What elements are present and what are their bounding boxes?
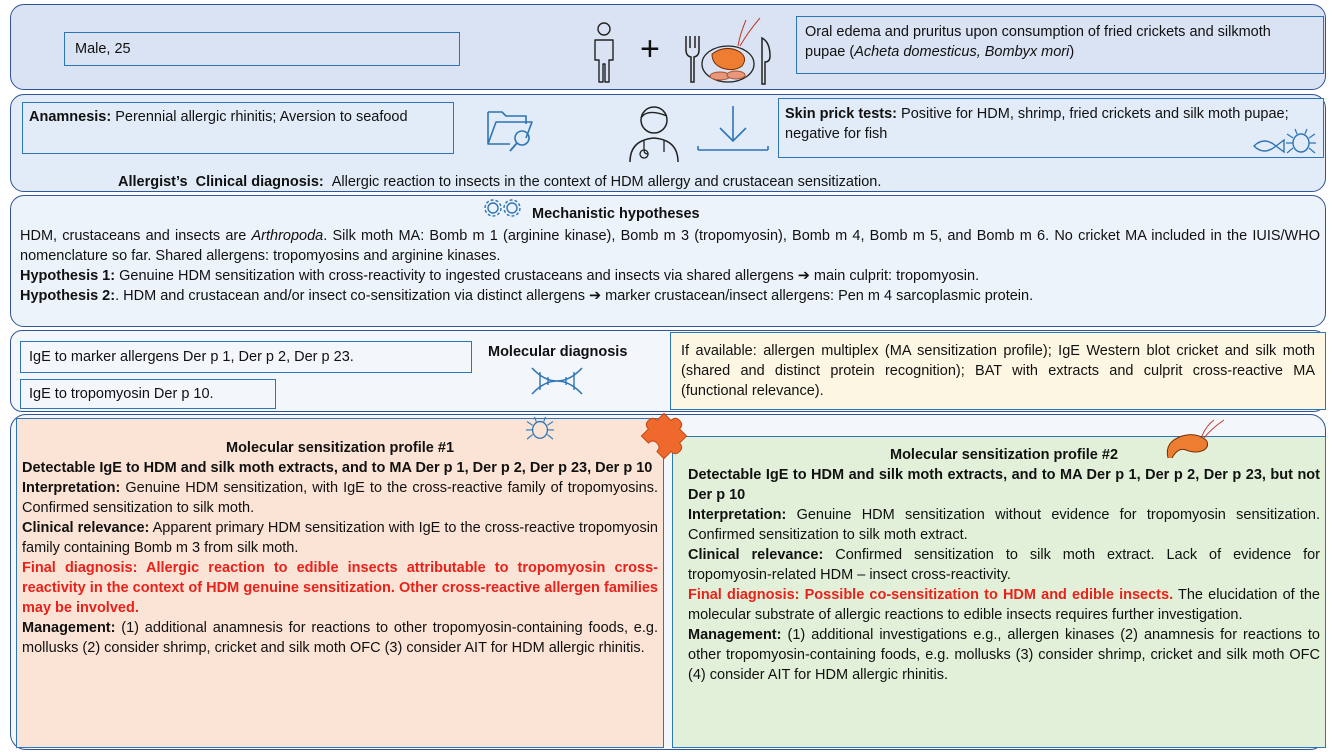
profile-2-clin-label: Clinical relevance:: [688, 547, 824, 563]
profile-2-mgmt-text: (1) additional investigations e.g., alle…: [688, 627, 1320, 683]
shrimp-icon: [711, 17, 761, 71]
marker-allergens-text: IgE to marker allergens Der p 1, Der p 2…: [29, 349, 354, 365]
puzzle-icon: [640, 412, 688, 460]
hypothesis-1-label: Hypothesis 1:: [20, 268, 116, 284]
symptom-box: Oral edema and pruritus upon consumption…: [796, 16, 1324, 74]
profile-1-clin-label: Clinical relevance:: [22, 520, 150, 536]
skin-prick-box: Skin prick tests: Positive for HDM, shri…: [778, 98, 1324, 158]
symptom-species: Acheta domesticus, Bombyx mori: [854, 44, 1070, 60]
profile-2-management: Management: (1) additional investigation…: [688, 625, 1320, 685]
profile-2-content: Molecular sensitization profile #2 Detec…: [688, 445, 1320, 685]
doctor-icon: [629, 106, 679, 163]
profile-2-subtitle: Detectable IgE to HDM and silk moth extr…: [688, 467, 1320, 503]
molecular-options-box: If available: allergen multiplex (MA sen…: [670, 332, 1326, 410]
profile-1-final-diagnosis: Final diagnosis: Allergic reaction to ed…: [22, 560, 658, 616]
mechanistic-paragraph: HDM, crustaceans and insects are Arthrop…: [20, 226, 1320, 266]
grubs-icon: [709, 70, 746, 81]
download-arrow-icon: [697, 106, 769, 151]
anamnesis-box: Anamnesis: Perennial allergic rhinitis; …: [22, 102, 454, 154]
gears-icon: [484, 199, 521, 217]
profile-1-content: Molecular sensitization profile #1 Detec…: [22, 438, 658, 658]
clinical-diagnosis-label: Clinical diagnosis:: [195, 174, 324, 190]
mech-p1-italic: Arthropoda: [251, 228, 324, 244]
skin-prick-text: Positive for HDM, shrimp, fried crickets…: [785, 106, 1289, 142]
hypothesis-2: Hypothesis 2:. HDM and crustacean and/or…: [20, 286, 1320, 306]
mite-icon: [1286, 128, 1316, 154]
person-icon: [594, 22, 614, 83]
folder-search-icon: [487, 111, 533, 152]
hypothesis-2-text: . HDM and crustacean and/or insect co-se…: [115, 288, 1034, 304]
mechanistic-panel: [10, 195, 1326, 327]
fish-icon: [1253, 138, 1285, 154]
profile-1-subtitle: Detectable IgE to HDM and silk moth extr…: [22, 460, 653, 476]
clinical-diagnosis-line: Allergist’s Clinical diagnosis: Allergic…: [118, 172, 1218, 192]
molecular-options-text: If available: allergen multiplex (MA sen…: [681, 343, 1315, 399]
profile-2-final: Final diagnosis: Possible co-sensitizati…: [688, 585, 1320, 625]
profile-2-final-diagnosis: Final diagnosis: Possible co-sensitizati…: [688, 587, 1174, 603]
patient-box: Male, 25: [64, 32, 460, 66]
dna-icon: [531, 367, 583, 395]
profile-1-interp-text: Genuine HDM sensitization, with IgE to t…: [22, 480, 658, 516]
tropomyosin-text: IgE to tropomyosin Der p 10.: [29, 386, 214, 402]
profile-2-title: Molecular sensitization profile #2: [889, 447, 1119, 463]
profile-1-title: Molecular sensitization profile #1: [225, 440, 455, 456]
allergist-label: Allergist’s: [118, 174, 188, 190]
symptom-end: ): [1069, 44, 1075, 60]
profile-1-mgmt-label: Management:: [22, 620, 116, 636]
profile-2-interp-label: Interpretation:: [688, 507, 787, 523]
mite-icon: [526, 416, 554, 440]
hypothesis-1: Hypothesis 1: Genuine HDM sensitization …: [20, 266, 1320, 286]
hypothesis-1-text: Genuine HDM sensitization with cross-rea…: [115, 268, 980, 284]
mechanistic-body: HDM, crustaceans and insects are Arthrop…: [20, 226, 1320, 306]
profile-1-interp-label: Interpretation:: [22, 480, 121, 496]
profile-2-interp-text: Genuine HDM sensitization without eviden…: [688, 507, 1320, 543]
mechanistic-title: Mechanistic hypotheses: [532, 206, 700, 222]
profile-2-clin-text: Confirmed sensitization to silk moth ext…: [688, 547, 1321, 583]
anamnesis-text: Perennial allergic rhinitis; Aversion to…: [111, 109, 408, 125]
shrimp-icon: [1166, 419, 1225, 459]
profile-1-management: Management: (1) additional anamnesis for…: [22, 618, 658, 658]
profile-2-final-rest: The elucidation of the molecular substra…: [688, 587, 1320, 623]
patient-text: Male, 25: [75, 41, 131, 57]
symptom-text: Oral edema and pruritus upon consumption…: [805, 24, 1271, 60]
profile-1-clinical: Clinical relevance: Apparent primary HDM…: [22, 518, 658, 558]
tropomyosin-box: IgE to tropomyosin Der p 10.: [20, 379, 276, 409]
profile-2-card: [672, 436, 1326, 748]
marker-allergens-box: IgE to marker allergens Der p 1, Der p 2…: [20, 341, 472, 373]
clinical-diagnosis-text: Allergic reaction to insects in the cont…: [331, 174, 882, 190]
molecular-diagnosis-title: Molecular diagnosis: [488, 344, 628, 360]
profile-2-mgmt-label: Management:: [688, 627, 782, 643]
profile-1-interpretation: Interpretation: Genuine HDM sensitizatio…: [22, 478, 658, 518]
mech-p1-b: . Silk moth MA: Bomb m 1 (arginine kinas…: [20, 228, 1320, 264]
plus-sign: +: [640, 30, 660, 68]
hypothesis-2-label: Hypothesis 2:: [20, 288, 116, 304]
profile-2-clinical: Clinical relevance: Confirmed sensitizat…: [688, 545, 1320, 585]
profile-1-mgmt-text: (1) additional anamnesis for reactions t…: [22, 620, 658, 656]
skin-prick-label: Skin prick tests:: [785, 106, 898, 122]
mech-p1-a: HDM, crustaceans and insects are: [20, 228, 252, 244]
profile-2-interpretation: Interpretation: Genuine HDM sensitizatio…: [688, 505, 1320, 545]
profile-1-card: [16, 418, 664, 748]
profile-1-clin-text: Apparent primary HDM sensitization with …: [22, 520, 658, 556]
cutlery-icon: [685, 17, 771, 85]
anamnesis-label: Anamnesis:: [29, 109, 112, 125]
